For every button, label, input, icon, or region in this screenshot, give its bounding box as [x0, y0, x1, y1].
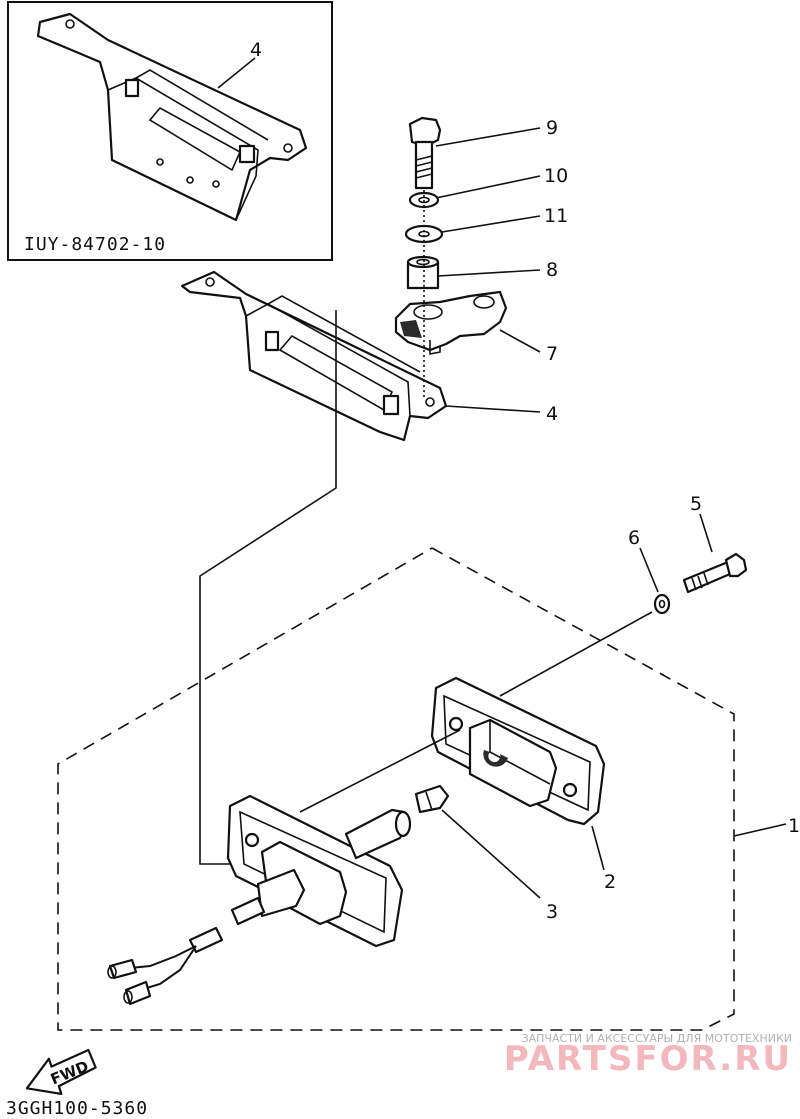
lamp-lens-part-2 [430, 676, 606, 826]
assembly-boundary [57, 547, 735, 1031]
washer-part-6 [653, 593, 671, 615]
inset-callout-label: 4 [250, 39, 262, 61]
leader-4 [445, 405, 541, 413]
watermark-brand: PARTSFOR.RU [504, 1039, 792, 1079]
callout-9: 9 [546, 117, 558, 139]
wire-harness [107, 926, 224, 1006]
inset-panel: 4 IUY-84702-10 [7, 1, 333, 261]
watermark-tagline: ЗАПЧАСТИ И АКСЕССУАРЫ ДЛЯ МОТОТЕХНИКИ [522, 1032, 792, 1045]
callout-7: 7 [546, 343, 558, 365]
callout-10: 10 [544, 165, 568, 187]
callout-6: 6 [628, 527, 640, 549]
callout-2: 2 [604, 871, 616, 893]
bolt-part-9 [408, 116, 442, 190]
leader-3 [441, 809, 541, 899]
drawing-code: 3GGH100-5360 [6, 1098, 148, 1119]
bracket-to-lamp-line [199, 310, 337, 865]
inset-frame [7, 1, 333, 261]
screw-part-5 [682, 552, 748, 594]
callout-11: 11 [544, 205, 568, 227]
license-bracket [180, 270, 448, 442]
collar-part-8 [406, 255, 440, 290]
callout-8: 8 [546, 259, 558, 281]
stay-part-7 [394, 290, 508, 355]
leader-10 [435, 175, 541, 199]
callout-5: 5 [690, 493, 702, 515]
leader-9 [435, 127, 541, 147]
callout-1: 1 [788, 815, 800, 837]
inset-bracket-drawing [36, 12, 308, 222]
lens-to-base-line [299, 729, 461, 813]
watermark: ЗАПЧАСТИ И АКСЕССУАРЫ ДЛЯ МОТОТЕХНИКИ PA… [504, 1032, 792, 1079]
leader-11 [441, 215, 541, 233]
leader-5 [699, 513, 713, 553]
inset-leader [217, 57, 256, 89]
leader-8 [437, 269, 541, 277]
screw-axis-line [499, 611, 653, 697]
leader-6 [639, 547, 659, 593]
fwd-direction-badge: FWD [25, 1048, 97, 1096]
leader-2 [591, 825, 605, 871]
callout-4: 4 [546, 403, 558, 425]
flat-washer-part-11 [404, 224, 444, 244]
leader-7 [499, 329, 541, 353]
leader-1 [733, 823, 787, 837]
bulb-part-3 [414, 784, 450, 814]
inset-part-code: IUY-84702-10 [24, 234, 166, 255]
callout-3: 3 [546, 901, 558, 923]
lamp-base-housing [226, 794, 412, 948]
